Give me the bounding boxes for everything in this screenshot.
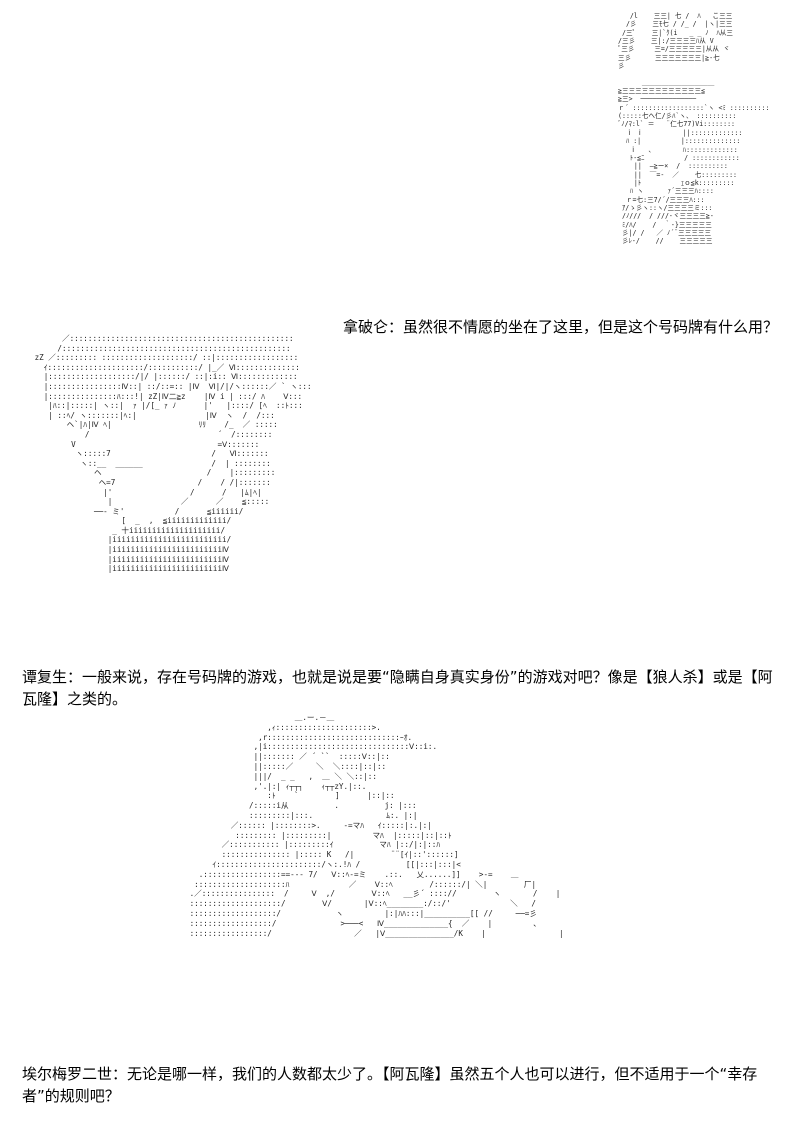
speaker-name: 拿破仑 bbox=[342, 318, 388, 336]
tan-fusheng-dialogue-line: 谭复生：一般来说，存在号码牌的游戏，也就是说是要“隐瞒自身真实身份”的游戏对吧？… bbox=[22, 666, 782, 710]
speaker-name: 谭复生 bbox=[22, 668, 68, 686]
dialogue-text: 无论是哪一样，我们的人数都太少了。【阿瓦隆】虽然五个人也可以进行，但不适用于一个… bbox=[22, 1065, 758, 1105]
el-melloi-ii-ascii-art: ＿.ー.－＿ ,ｨ:::::::::::::::::::::>. ,r:::::… bbox=[189, 713, 564, 938]
napoleon-dialogue-line: 拿破仑：虽然很不情愿的坐在了这里，但是这个号码牌有什么用？ bbox=[343, 316, 778, 338]
speaker-colon: ： bbox=[67, 668, 83, 686]
speaker-colon: ： bbox=[387, 318, 403, 336]
speaker-colon: ： bbox=[112, 1065, 128, 1083]
dialogue-text: 虽然很不情愿的坐在了这里，但是这个号码牌有什么用？ bbox=[402, 318, 778, 336]
speaker-name: 埃尔梅罗二世 bbox=[22, 1065, 113, 1083]
napoleon-ascii-art: /l 三三| 七 / ﾊ こ三三 /彡 三ﾓ七 / /_ / |ヽ|三三 /三ﾟ… bbox=[618, 12, 770, 246]
dialogue-text: 一般来说，存在号码牌的游戏，也就是说是要“隐瞒自身真实身份”的游戏对吧？像是【狼… bbox=[22, 668, 773, 708]
el-melloi-ii-dialogue-line: 埃尔梅罗二世：无论是哪一样，我们的人数都太少了。【阿瓦隆】虽然五个人也可以进行，… bbox=[22, 1063, 782, 1107]
tan-fusheng-ascii-art: ／:::::::::::::::::::::::::::::::::::::::… bbox=[34, 334, 312, 574]
